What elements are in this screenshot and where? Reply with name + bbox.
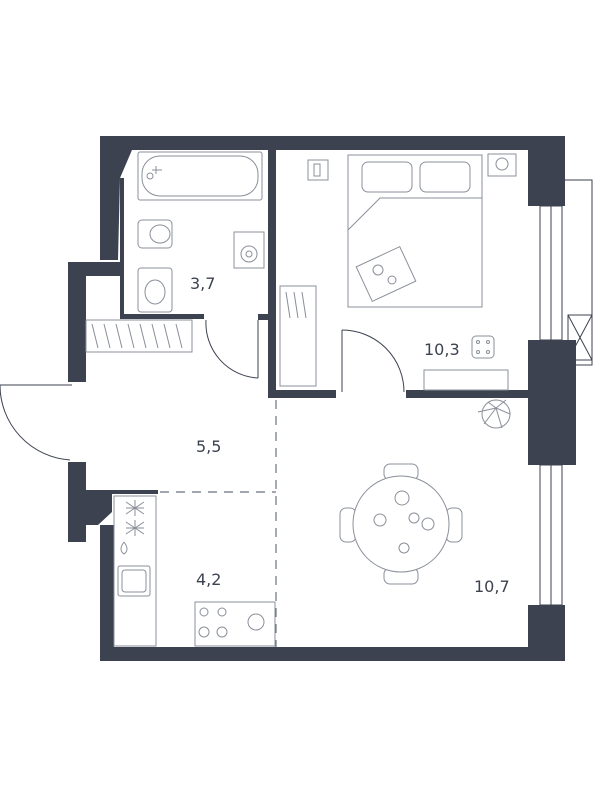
stove-burner-icon (199, 607, 209, 617)
kitchen-counter (113, 495, 157, 647)
bedroom-door-arc (341, 329, 405, 393)
interior-walls (112, 150, 528, 494)
cup-icon (408, 512, 420, 524)
wall-bath-bottom-right (258, 314, 272, 320)
dresser (423, 369, 509, 391)
wall-left-corner (86, 490, 112, 525)
washing-machine (233, 231, 265, 269)
wall-left-lower (100, 525, 114, 661)
sink (137, 267, 173, 313)
plate-icon (394, 490, 410, 506)
plate-icon-2 (421, 517, 435, 531)
bath-door-arc (205, 319, 259, 379)
living-furniture (339, 399, 511, 585)
kitchen-plant-icon (247, 613, 265, 631)
area-label-kitchen: 4,2 (196, 570, 221, 589)
wall-left-nook (86, 262, 120, 276)
pouf (471, 335, 495, 359)
bed-blanket-fold (347, 197, 482, 231)
plant-icon (495, 157, 509, 171)
wall-bath-bedroom (268, 150, 276, 398)
lamp-icon (313, 163, 321, 177)
cooktop-burner-icon (125, 500, 145, 516)
kitchen-sink-basin (121, 569, 147, 593)
entry-door-arc (0, 385, 71, 461)
bed (347, 154, 483, 308)
nightstand-right (487, 153, 517, 177)
area-labels: 3,7 10,3 5,5 4,2 10,7 (190, 274, 510, 596)
stove-burner-icon-4 (216, 626, 228, 638)
bathtub-inner (141, 155, 259, 197)
wardrobe-hangers (91, 323, 183, 349)
wall-bottom (100, 647, 565, 661)
dining-table (352, 475, 450, 573)
cup-icon-2 (398, 542, 410, 554)
bedroom-wardrobe-hangers (285, 291, 307, 319)
wall-bath-bottom-left (120, 314, 204, 319)
bedroom-wardrobe (279, 285, 317, 387)
pillow-right (419, 161, 471, 193)
cooktop-burner-icon-2 (125, 520, 145, 536)
wall-left-upper (100, 136, 138, 260)
kitchen-sink (117, 565, 151, 597)
faucet-icon (152, 166, 162, 174)
windows (539, 179, 593, 606)
zone-dividers (160, 400, 277, 647)
wall-right-top (528, 136, 565, 206)
hallway-wardrobe (85, 319, 193, 353)
teapot-icon (373, 513, 387, 527)
stove-burner-icon-3 (198, 626, 210, 638)
kettle-icon (120, 541, 128, 555)
washing-machine-drum (240, 245, 258, 263)
balcony-frame (561, 179, 593, 366)
kitchen-furniture (113, 495, 276, 647)
outer-walls (68, 136, 576, 661)
balcony-vent (567, 314, 593, 361)
floor-plant-pot (481, 399, 511, 429)
area-label-hallway: 5,5 (196, 437, 221, 456)
washing-machine-drum-center (245, 250, 253, 258)
wall-bath-left (120, 178, 124, 318)
area-label-bedroom: 10,3 (424, 340, 460, 359)
wall-kitchen-top (112, 490, 158, 494)
wardrobe (85, 319, 193, 353)
wall-top (100, 136, 565, 150)
bedroom-furniture (279, 153, 517, 391)
doors (0, 319, 405, 461)
wall-right-middle (528, 340, 576, 465)
tray-cup-icon (372, 264, 384, 276)
pillow-left (361, 161, 413, 193)
nightstand-left (307, 159, 329, 181)
wall-right-bottom (528, 605, 565, 661)
sink-basin (144, 279, 166, 305)
bathtub-drain-icon (146, 172, 154, 180)
area-label-living-room: 10,7 (474, 577, 510, 596)
tray-plate-icon (387, 275, 397, 285)
wall-bedroom-bottom-right (406, 390, 528, 398)
bed-tray (355, 245, 417, 303)
area-label-bathroom: 3,7 (190, 274, 215, 293)
bathtub (137, 151, 263, 201)
stove-counter (194, 601, 276, 647)
toilet-bowl (149, 224, 171, 244)
wall-left-entry-top (68, 262, 86, 382)
wall-bedroom-bottom-left (272, 390, 336, 398)
bathroom-fixtures (137, 151, 265, 313)
toilet (137, 219, 173, 249)
stove-burner-icon-2 (217, 607, 227, 617)
wall-left-entry-bottom (68, 462, 86, 542)
floor-plant-icon (477, 399, 511, 429)
